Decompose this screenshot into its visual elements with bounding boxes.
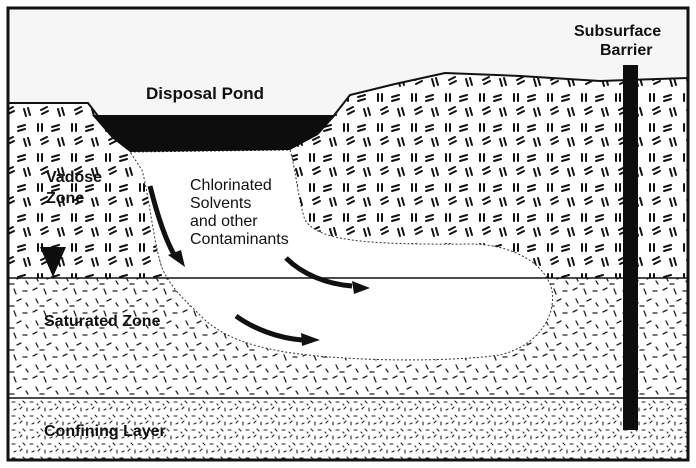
plume-label-line3: and other — [190, 213, 258, 230]
saturated-zone-label: Saturated Zone — [44, 313, 161, 330]
confining-layer-label: Confining Layer — [44, 423, 166, 440]
disposal-pond-label: Disposal Pond — [146, 84, 264, 103]
subsurface-barrier-label-line2: Barrier — [600, 42, 652, 59]
subsurface-barrier-label-line1: Subsurface — [574, 23, 661, 40]
plume-label-line2: Solvents — [190, 195, 251, 212]
vadose-zone-label-line2: Zone — [46, 190, 84, 207]
plume-label-line1: Chlorinated — [190, 177, 272, 194]
subsurface-barrier — [623, 65, 638, 430]
plume-label-line4: Contaminants — [190, 231, 289, 248]
vadose-zone-label-line1: Vadose — [46, 169, 102, 186]
